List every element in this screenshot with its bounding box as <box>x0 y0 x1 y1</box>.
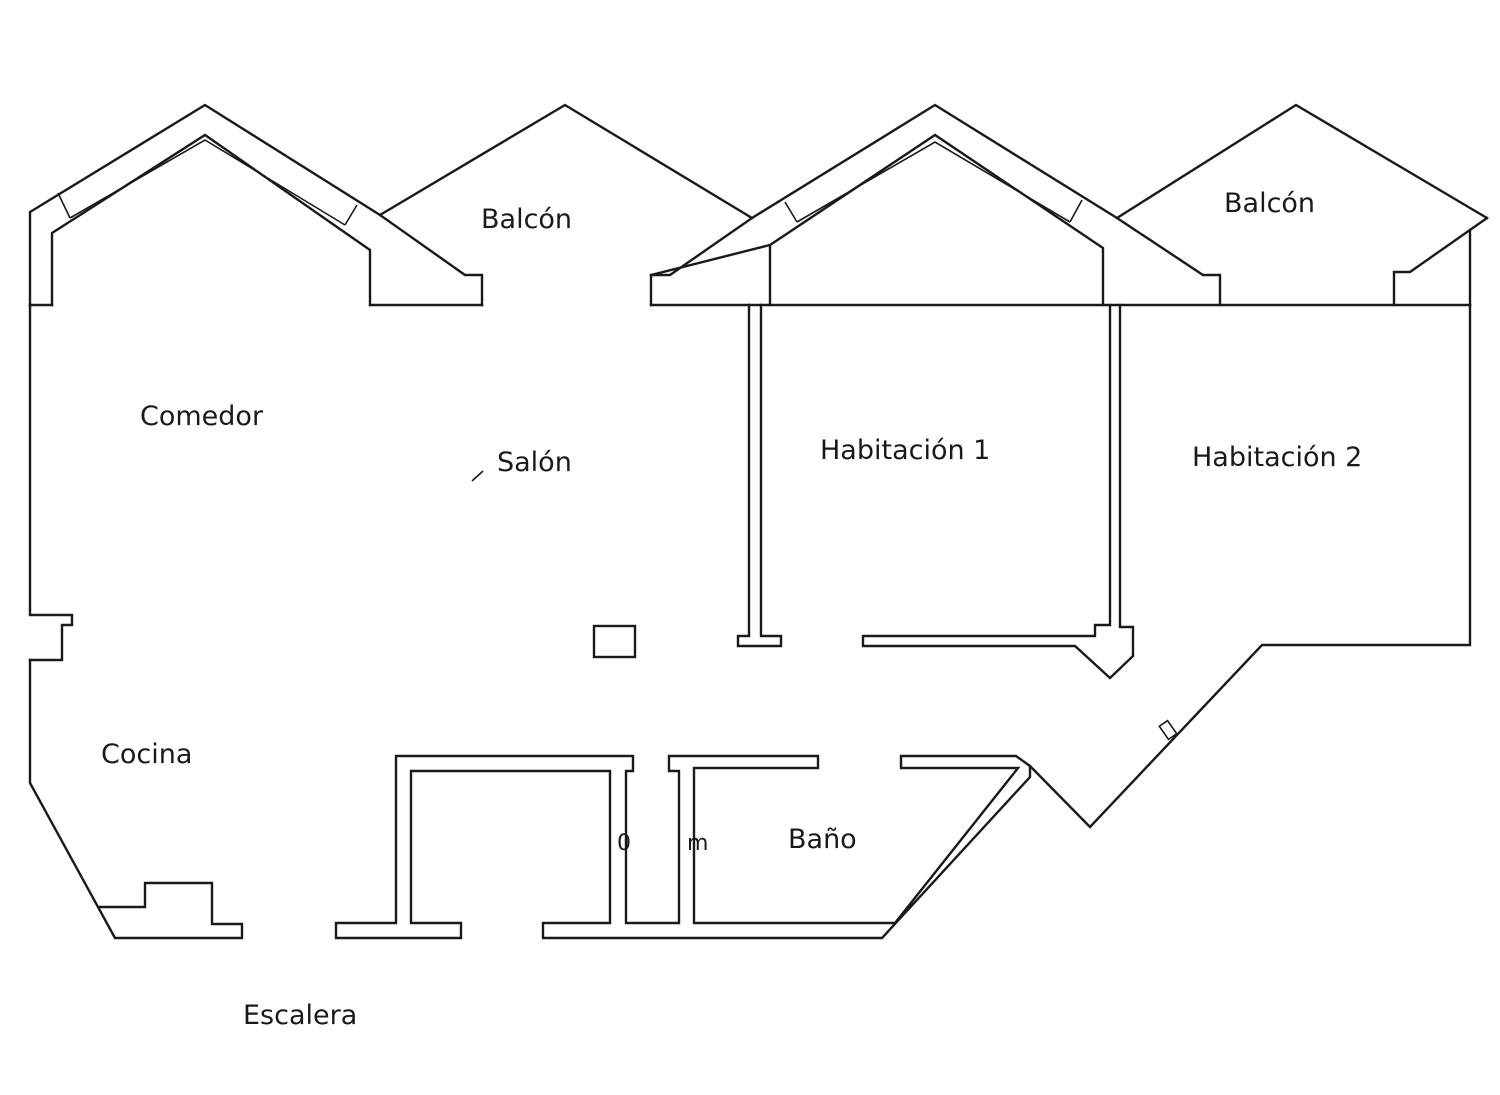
room-label-comedor: Comedor <box>140 401 264 432</box>
room-label-habitacion-2: Habitación 2 <box>1192 442 1362 473</box>
room-label-cocina: Cocina <box>101 739 192 770</box>
room-label-balcon-left: Balcón <box>481 204 572 235</box>
room-label-bano: Baño <box>788 824 857 855</box>
wall-salon-hab1 <box>736 303 783 648</box>
room-label-escalera: Escalera <box>243 1000 357 1031</box>
room-label-salon: Salón <box>497 447 572 478</box>
stray-mark <box>471 470 484 482</box>
bathroom-core <box>334 754 1032 940</box>
m-mark: m <box>687 831 708 856</box>
column <box>592 624 637 659</box>
bay-window-middle <box>649 103 1119 307</box>
balcony-right <box>1115 103 1489 307</box>
zero-mark: 0 <box>617 831 631 856</box>
bay-window-left <box>28 103 382 307</box>
balcony-left <box>378 103 754 307</box>
wall-hab1-hab2 <box>861 303 1135 680</box>
room-label-balcon-right: Balcón <box>1224 188 1315 219</box>
outer-left-wall <box>28 303 244 940</box>
room-label-habitacion-1: Habitación 1 <box>820 435 990 466</box>
outer-right-wall <box>1028 303 1472 829</box>
